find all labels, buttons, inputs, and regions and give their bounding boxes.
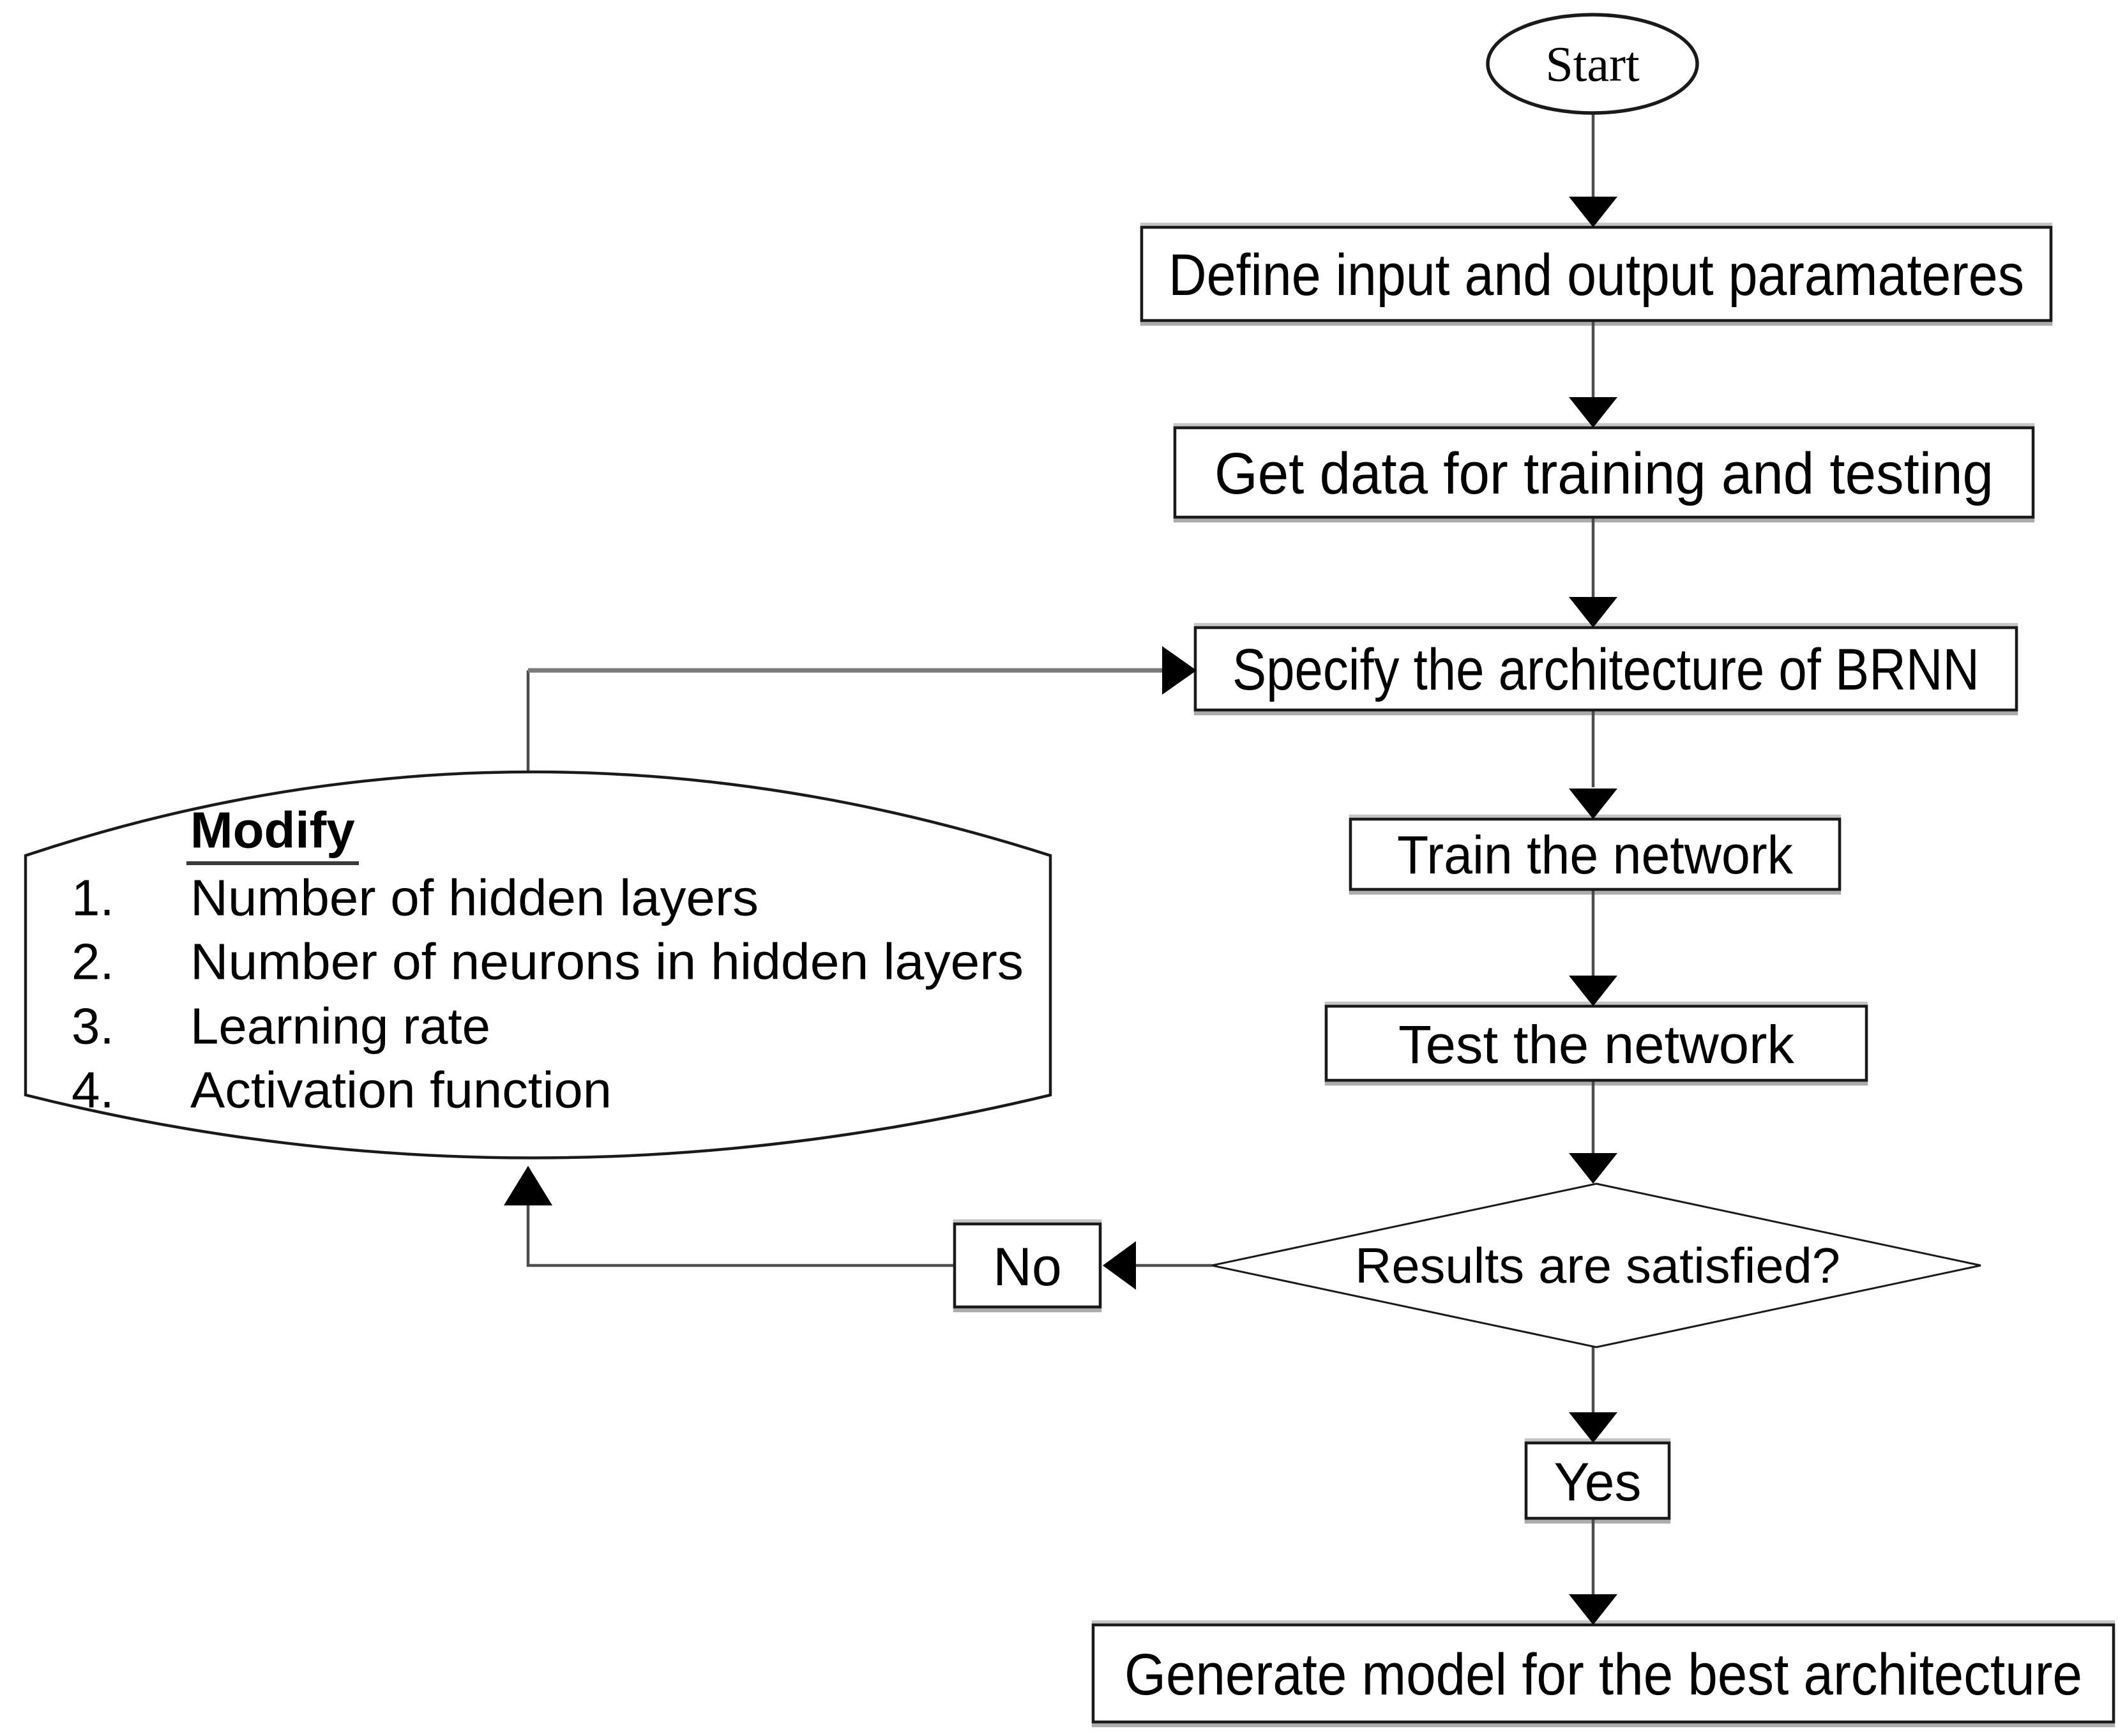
no-branch-label: No xyxy=(993,1237,1061,1297)
no-branch-box xyxy=(953,1222,1102,1309)
arrowhead-down-icon xyxy=(1569,1153,1617,1184)
arrowhead-down-icon xyxy=(1569,197,1617,227)
modify-item-label: Number of hidden layers xyxy=(190,870,759,926)
generate-model-box xyxy=(1091,1623,2115,1724)
yes-branch-box xyxy=(1524,1441,1671,1520)
yes-branch-label: Yes xyxy=(1554,1452,1641,1512)
arrowhead-down-icon xyxy=(1569,976,1617,1006)
test-network-label: Test the network xyxy=(1398,1015,1795,1075)
arrowhead-up-icon xyxy=(504,1166,552,1205)
modify-title: Modify xyxy=(190,802,355,859)
modify-item-number: 4. xyxy=(72,1062,114,1119)
results-decision-diamond xyxy=(1211,1182,1981,1348)
modify-list: Modify 1. Number of hidden layers 2. Num… xyxy=(72,802,1024,1119)
define-parameters-box xyxy=(1140,225,2053,322)
arrowhead-down-icon xyxy=(1569,789,1617,819)
results-decision-label: Results are satisfied? xyxy=(1355,1237,1840,1294)
define-parameters-label: Define input and output paramateres xyxy=(1169,243,2024,308)
modify-item-number: 2. xyxy=(72,933,114,990)
test-network-box xyxy=(1324,1004,1868,1082)
arrowhead-down-icon xyxy=(1569,1594,1617,1625)
modify-item-label: Learning rate xyxy=(190,998,490,1055)
specify-architecture-box xyxy=(1193,626,2018,712)
modify-item-number: 3. xyxy=(72,998,114,1055)
arrowhead-left-icon xyxy=(1103,1241,1136,1290)
edge-no-modify xyxy=(526,1203,955,1267)
connectors xyxy=(526,110,1595,1597)
start-terminator xyxy=(1486,13,1699,115)
specify-architecture-label: Specify the architecture of BRNN xyxy=(1232,637,1979,702)
arrowhead-down-icon xyxy=(1569,397,1617,428)
get-data-box xyxy=(1173,426,2035,519)
arrowheads xyxy=(504,197,1617,1625)
arrowhead-right-icon xyxy=(1162,646,1197,695)
modify-item-number: 1. xyxy=(72,870,114,926)
train-network-label: Train the network xyxy=(1397,825,1794,885)
modify-container-shape xyxy=(24,770,1052,1159)
train-network-box xyxy=(1349,817,1842,891)
arrowhead-down-icon xyxy=(1569,1412,1617,1443)
get-data-label: Get data for training and testing xyxy=(1214,441,1993,506)
modify-item-label: Activation function xyxy=(190,1062,612,1119)
arrowhead-down-icon xyxy=(1569,597,1617,628)
generate-model-label: Generate model for the best architecture xyxy=(1124,1642,2082,1707)
modify-item-label: Number of neurons in hidden layers xyxy=(190,933,1024,990)
start-label: Start xyxy=(1545,36,1640,92)
